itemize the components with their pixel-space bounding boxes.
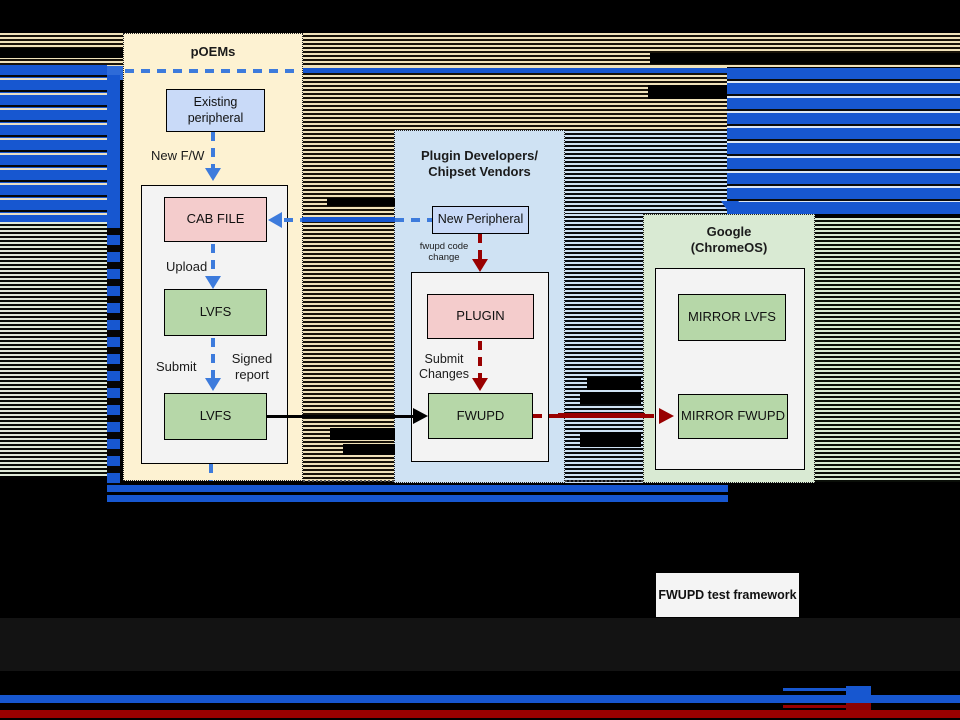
arrow-submit-head <box>205 378 221 391</box>
redaction-blob <box>580 432 641 447</box>
node-existing-peripheral: Existing peripheral <box>166 89 265 132</box>
redaction-blob <box>327 198 395 206</box>
node-lvfs-lower-label: LVFS <box>199 408 232 424</box>
poems-bottom-dashed-stub <box>209 464 213 481</box>
signed-report-label: Signed report <box>231 351 273 382</box>
redaction-blob <box>650 53 960 64</box>
stripe-region-mid-column <box>302 67 394 481</box>
node-mirror-fwupd-label: MIRROR FWUPD <box>681 408 785 424</box>
node-lvfs-upper-label: LVFS <box>199 304 232 320</box>
plugin-panel-title-line1: Plugin Developers/ <box>420 148 539 163</box>
node-cab-file-label: CAB FILE <box>186 211 245 227</box>
stripe-region-right-green <box>815 218 960 482</box>
arrow-fwupd-to-mirror-dash1 <box>533 414 559 418</box>
node-plugin: PLUGIN <box>427 294 534 339</box>
arrow-newperipheral-to-cab-head <box>268 212 282 228</box>
arrow-submit-changes-head <box>472 378 488 391</box>
blue-boundary-top-line <box>303 68 727 73</box>
arrow-newperipheral-to-cab-dash2 <box>395 218 432 222</box>
arrow-submit <box>211 338 215 378</box>
google-panel-title: Google (ChromeOS) <box>643 224 815 255</box>
arrow-submit-changes <box>478 341 482 378</box>
node-new-peripheral: New Peripheral <box>432 206 529 234</box>
new-fw-label: New F/W <box>151 148 205 163</box>
arrow-fwupd-to-mirror-head <box>659 408 674 424</box>
arrow-newperipheral-to-cab-solid <box>302 217 395 222</box>
redaction-blob <box>648 85 727 99</box>
node-lvfs-lower: LVFS <box>164 393 267 440</box>
plugin-panel-title-line2: Chipset Vendors <box>428 163 531 179</box>
node-existing-peripheral-label: Existing peripheral <box>187 94 244 125</box>
blue-boundary-left-column-dashed <box>107 218 120 488</box>
arrow-code-change-head <box>472 259 488 272</box>
blue-bar-above-google <box>727 202 960 214</box>
node-new-peripheral-label: New Peripheral <box>437 212 524 227</box>
redaction-blob <box>0 48 123 58</box>
bottom-blue-tick <box>783 688 846 691</box>
poems-dashed-divider <box>125 69 301 73</box>
arrow-upload <box>211 244 215 276</box>
node-lvfs-upper: LVFS <box>164 289 267 336</box>
arrow-lvfs-to-fwupd <box>267 415 414 418</box>
node-mirror-lvfs: MIRROR LVFS <box>678 294 786 341</box>
arrow-upload-head <box>205 276 221 289</box>
stripe-region-left-blue <box>0 65 107 222</box>
node-fwupd-label: FWUPD <box>456 407 505 423</box>
redaction-blob <box>330 428 395 440</box>
poems-panel-title: pOEMs <box>190 44 236 59</box>
submit-changes-label: Submit Changes <box>418 352 470 381</box>
dotted-border-gap <box>565 480 643 482</box>
blue-boundary-bottom-bar-2 <box>107 495 728 502</box>
node-cab-file: CAB FILE <box>164 197 267 242</box>
submit-label: Submit <box>156 359 197 374</box>
arrow-new-fw-head <box>205 168 221 181</box>
fwupd-test-framework-label: FWUPD test framework <box>658 588 797 602</box>
node-plugin-label: PLUGIN <box>456 308 505 324</box>
google-panel-title-line2: (ChromeOS) <box>690 239 768 255</box>
arrow-lvfs-to-fwupd-head <box>413 408 428 424</box>
node-fwupd: FWUPD <box>428 393 533 439</box>
redaction-blob <box>587 377 641 390</box>
bottom-blue-bar <box>0 695 960 703</box>
arrow-fwupd-to-mirror-solid <box>558 413 645 418</box>
google-panel-title-line1: Google <box>706 224 752 239</box>
arrow-new-fw <box>211 132 215 168</box>
node-mirror-fwupd: MIRROR FWUPD <box>678 394 788 439</box>
node-mirror-lvfs-label: MIRROR LVFS <box>688 309 776 325</box>
fwupd-test-framework-box: FWUPD test framework <box>656 573 799 617</box>
blue-boundary-bottom-bar-1 <box>107 485 728 492</box>
plugin-panel-title: Plugin Developers/ Chipset Vendors <box>394 148 565 179</box>
arrow-newperipheral-to-cab-dash1 <box>284 218 302 222</box>
dotted-border-gap <box>303 480 394 482</box>
stripe-region-right-of-middle-upper <box>565 131 727 214</box>
stripe-region-right-blue-bands <box>727 68 960 202</box>
bottom-dark-band <box>0 618 960 671</box>
bottom-red-tick <box>783 705 846 708</box>
stripe-region-above-middle <box>394 67 727 131</box>
arrow-code-change <box>478 234 482 260</box>
blue-boundary-left-column <box>107 75 120 218</box>
bottom-red-bar <box>0 710 960 718</box>
stripe-region-left-green <box>0 222 107 476</box>
redaction-blob <box>343 444 395 455</box>
arrow-fwupd-to-mirror-dash2 <box>645 414 658 418</box>
fwupd-code-change-label: fwupd code change <box>419 241 469 264</box>
stray-blue-arrowhead <box>721 201 739 214</box>
redaction-blob <box>580 392 641 404</box>
blue-boundary-top-left-bar <box>0 68 107 75</box>
upload-label: Upload <box>166 259 208 274</box>
